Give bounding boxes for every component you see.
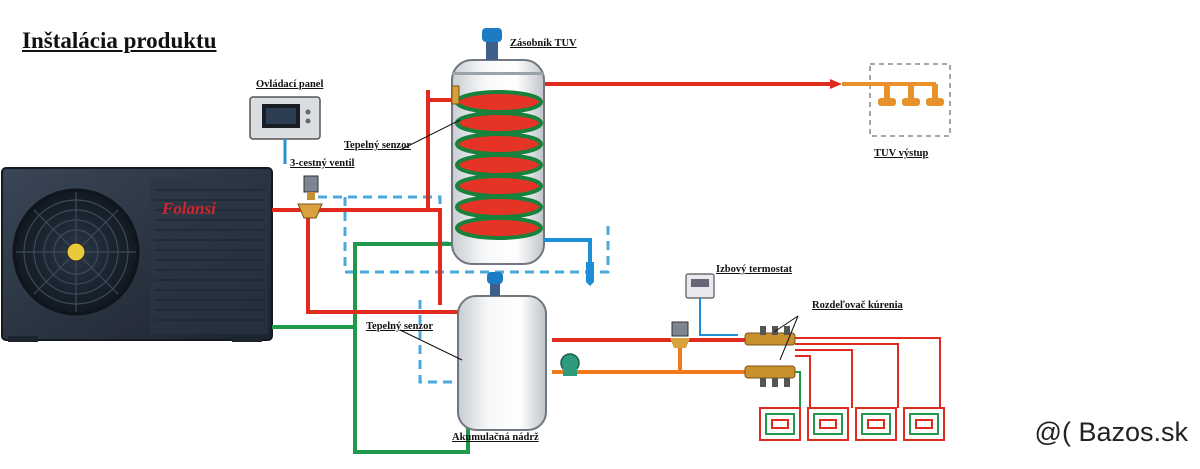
- sensor-icon: [451, 85, 460, 105]
- label-room-thermostat: Izbový termostat: [716, 264, 793, 275]
- watermark-symbol: @(: [1034, 417, 1071, 447]
- heating-pipes: [552, 340, 745, 374]
- buffer-tank: [457, 272, 547, 431]
- watermark-text: Bazos.sk: [1078, 417, 1188, 447]
- control-panel: [249, 96, 321, 140]
- label-three-way-valve: 3-cestný ventil: [290, 158, 355, 169]
- label-control-panel: Ovládací panel: [256, 79, 324, 90]
- room-thermostat-icon: [685, 273, 715, 299]
- heat-pump-unit: [1, 167, 273, 342]
- label-heating-manifold: Rozdeľovač kúrenia: [812, 300, 903, 311]
- zone-valve-icon: [670, 321, 690, 348]
- label-dhw-tank: Zásobník TUV: [510, 38, 577, 49]
- pump-icon: [560, 353, 580, 376]
- cold-water-pipe: [544, 238, 592, 262]
- heating-manifold: [744, 326, 796, 387]
- dhw-output: [842, 63, 951, 137]
- page-title: Inštalácia produktu: [22, 28, 217, 53]
- three-way-valve: [297, 175, 323, 219]
- label-buffer-tank: Akumulačná nádrž: [452, 432, 539, 443]
- label-dhw-output: TUV výstup: [874, 148, 929, 159]
- supply-pipes: [272, 82, 830, 342]
- label-thermal-sensor-top: Tepelný senzor: [344, 140, 411, 151]
- faucet-icon: [878, 84, 944, 106]
- callout-lines: [399, 119, 799, 361]
- watermark: @( Bazos.sk: [1035, 417, 1188, 448]
- brand-logo: Folansi: [161, 199, 216, 218]
- heating-coil: [455, 90, 543, 240]
- label-thermal-sensor-bottom: Tepelný senzor: [366, 321, 433, 332]
- heating-coil-loop: [759, 407, 945, 441]
